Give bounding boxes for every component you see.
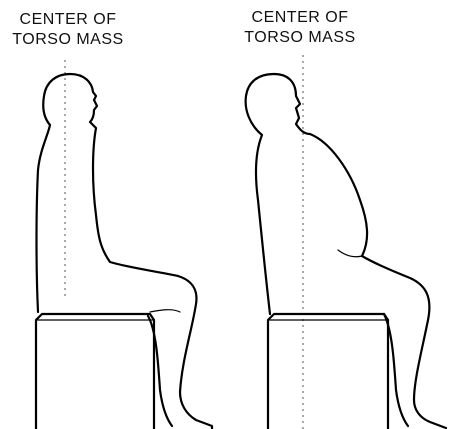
belly-crease-obese	[338, 250, 362, 257]
body-outline-obese	[246, 74, 446, 428]
thigh-underside-normal	[150, 310, 180, 312]
box-seat-obese	[268, 314, 388, 429]
lower-leg-back-normal	[148, 316, 172, 426]
box-outline-normal	[36, 314, 154, 429]
body-outline-normal	[37, 74, 213, 429]
seated-figure-normal	[37, 74, 213, 429]
box-outline-obese	[268, 314, 388, 429]
box-seat-normal	[36, 314, 154, 429]
seated-figure-obese	[246, 74, 446, 428]
